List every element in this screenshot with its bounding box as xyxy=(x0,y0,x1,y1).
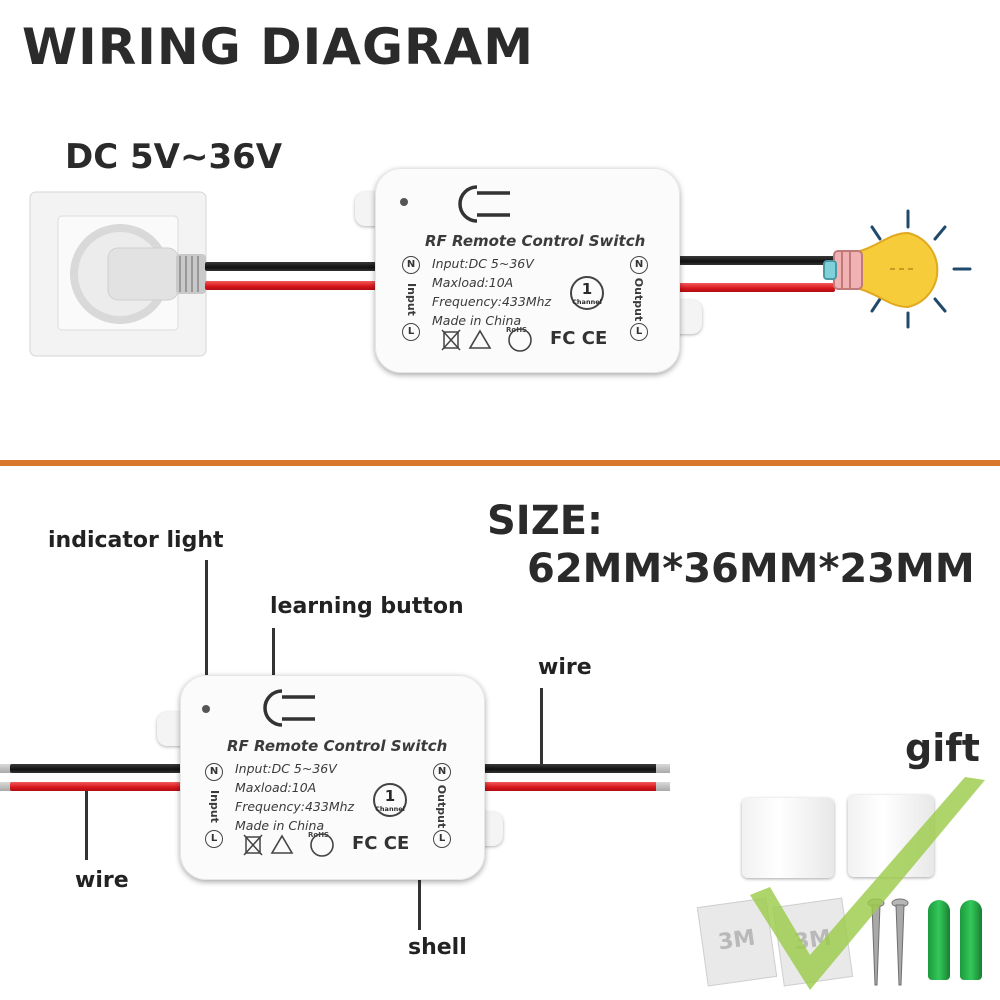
channel-badge: 1 Channel xyxy=(373,783,407,817)
device-title: RF Remote Control Switch xyxy=(425,232,646,250)
wire-tip xyxy=(656,782,670,791)
output-wire-black xyxy=(675,256,835,265)
wall-socket-icon xyxy=(29,191,207,357)
callout-shell: shell xyxy=(408,935,467,960)
wire-clip xyxy=(742,798,834,878)
recycle-icons xyxy=(243,833,334,857)
certification-marks: FC CE xyxy=(550,328,608,349)
callout-wire-right: wire xyxy=(538,655,592,680)
recycle-icons xyxy=(441,328,532,352)
spec-list: Input:DC 5~36V Maxload:10A Frequency:433… xyxy=(235,759,354,835)
output-label: Output xyxy=(632,277,646,322)
spec-maxload: Maxload:10A xyxy=(235,780,317,795)
rohs-mark: RoHS xyxy=(308,831,330,839)
spec-frequency: Frequency:433Mhz xyxy=(432,294,552,309)
spec-input: Input:DC 5~36V xyxy=(432,256,534,271)
input-label: Input xyxy=(404,283,418,316)
input-wire-black xyxy=(205,262,380,271)
voltage-label: DC 5V~36V xyxy=(65,137,283,177)
spec-list: Input:DC 5~36V Maxload:10A Frequency:433… xyxy=(432,254,551,330)
spec-origin: Made in China xyxy=(235,818,325,833)
leader-learning-button xyxy=(272,628,275,688)
section-divider xyxy=(0,460,1000,466)
input-wire-red xyxy=(205,281,380,290)
callout-indicator-light: indicator light xyxy=(48,528,224,553)
input-label: Input xyxy=(207,790,221,823)
l-terminal-out: L xyxy=(630,323,648,341)
callout-learning-button: learning button xyxy=(270,594,464,619)
l-terminal-out: L xyxy=(433,830,451,848)
wall-anchor-icon xyxy=(928,900,950,980)
spec-input: Input:DC 5~36V xyxy=(235,761,337,776)
wall-anchor-icon xyxy=(960,900,982,980)
checkmark-icon xyxy=(750,777,985,990)
input-wire-red xyxy=(10,782,185,791)
page-title: WIRING DIAGRAM xyxy=(22,18,534,76)
leader-indicator-light xyxy=(205,560,208,698)
output-wire-red xyxy=(675,283,835,292)
spec-origin: Made in China xyxy=(432,313,522,328)
output-wire-black xyxy=(478,764,658,773)
size-label: SIZE: xyxy=(487,498,604,544)
leader-shell xyxy=(418,868,421,930)
input-wire-black xyxy=(10,764,185,773)
output-wire-red xyxy=(478,782,658,791)
channel-badge: 1 Channel xyxy=(570,276,604,310)
size-value: 62MM*36MM*23MM xyxy=(527,546,975,592)
learning-button-icon xyxy=(263,689,315,727)
wire-tip xyxy=(0,764,12,773)
certification-marks: FC CE xyxy=(352,833,410,854)
spec-maxload: Maxload:10A xyxy=(432,275,514,290)
l-terminal-in: L xyxy=(205,830,223,848)
gift-label: gift xyxy=(905,726,980,770)
wire-tip xyxy=(656,764,670,773)
rf-switch-device-top: RF Remote Control Switch Input:DC 5~36V … xyxy=(375,168,680,373)
n-terminal-in: N xyxy=(402,256,420,274)
leader-wire-right xyxy=(540,688,543,770)
l-terminal-in: L xyxy=(402,323,420,341)
device-title: RF Remote Control Switch xyxy=(227,737,448,755)
n-terminal-in: N xyxy=(205,763,223,781)
spec-frequency: Frequency:433Mhz xyxy=(235,799,355,814)
leader-wire-left xyxy=(85,790,88,860)
n-terminal-out: N xyxy=(630,256,648,274)
rohs-mark: RoHS xyxy=(506,326,528,334)
wire-tip xyxy=(0,782,12,791)
output-label: Output xyxy=(435,784,449,829)
indicator-light xyxy=(202,705,210,713)
rf-switch-device-bottom: RF Remote Control Switch Input:DC 5~36V … xyxy=(180,675,485,880)
callout-wire-left: wire xyxy=(75,868,129,893)
indicator-light xyxy=(400,198,408,206)
light-bulb-icon xyxy=(823,209,972,329)
n-terminal-out: N xyxy=(433,763,451,781)
learning-button-icon xyxy=(458,185,510,223)
